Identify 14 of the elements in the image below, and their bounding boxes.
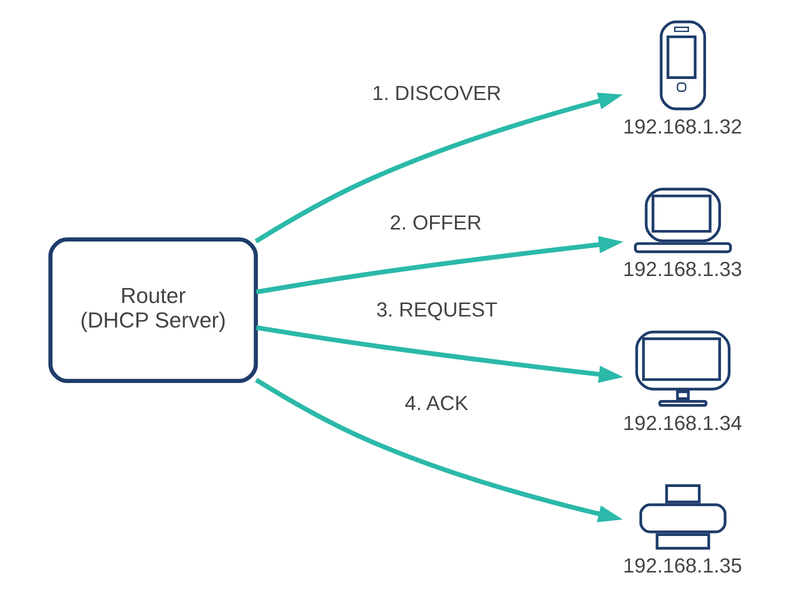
arrow <box>254 92 623 244</box>
arrow <box>256 236 624 294</box>
edge-label: 3. REQUEST <box>376 299 498 322</box>
arrow <box>256 325 624 383</box>
edge-label: 4. ACK <box>404 393 468 416</box>
node-label: 192.168.1.34 <box>623 412 742 435</box>
node-label: 192.168.1.33 <box>623 259 742 282</box>
edge-label: 2. OFFER <box>390 212 482 234</box>
arrow <box>254 378 623 522</box>
node-picture <box>660 20 706 110</box>
node-label: 192.168.1.35 <box>623 556 742 578</box>
node-box: Router (DHCP Server) <box>48 237 258 383</box>
edge-label: 1. DISCOVER <box>372 83 502 106</box>
node-label: 192.168.1.32 <box>623 116 742 138</box>
